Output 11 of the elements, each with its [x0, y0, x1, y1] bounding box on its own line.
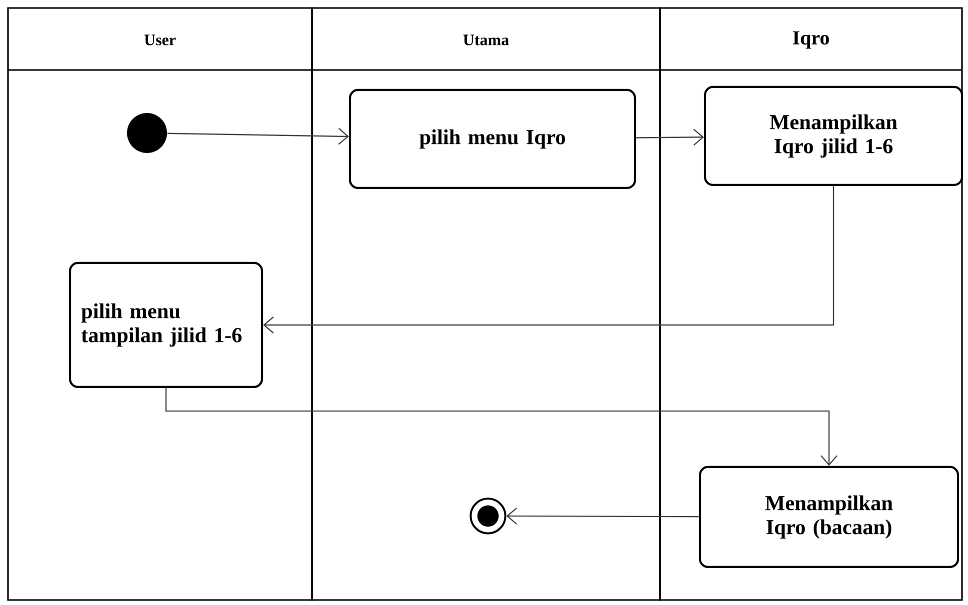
arrow: [165, 388, 838, 466]
final-node: [470, 498, 506, 534]
arrow: [263, 186, 834, 334]
activity-box: pilih menu Iqro: [348, 88, 636, 190]
activity-box: Menampilkan Iqro jilid 1-6: [704, 86, 964, 186]
activity-box: Menampilkan Iqro (bacaan): [698, 466, 960, 568]
activity-box: pilih menu tampilan jilid 1-6: [68, 262, 264, 388]
arrow: [167, 128, 349, 145]
initial-node: [127, 113, 167, 153]
arrow: [506, 508, 699, 525]
arrow: [636, 128, 704, 146]
